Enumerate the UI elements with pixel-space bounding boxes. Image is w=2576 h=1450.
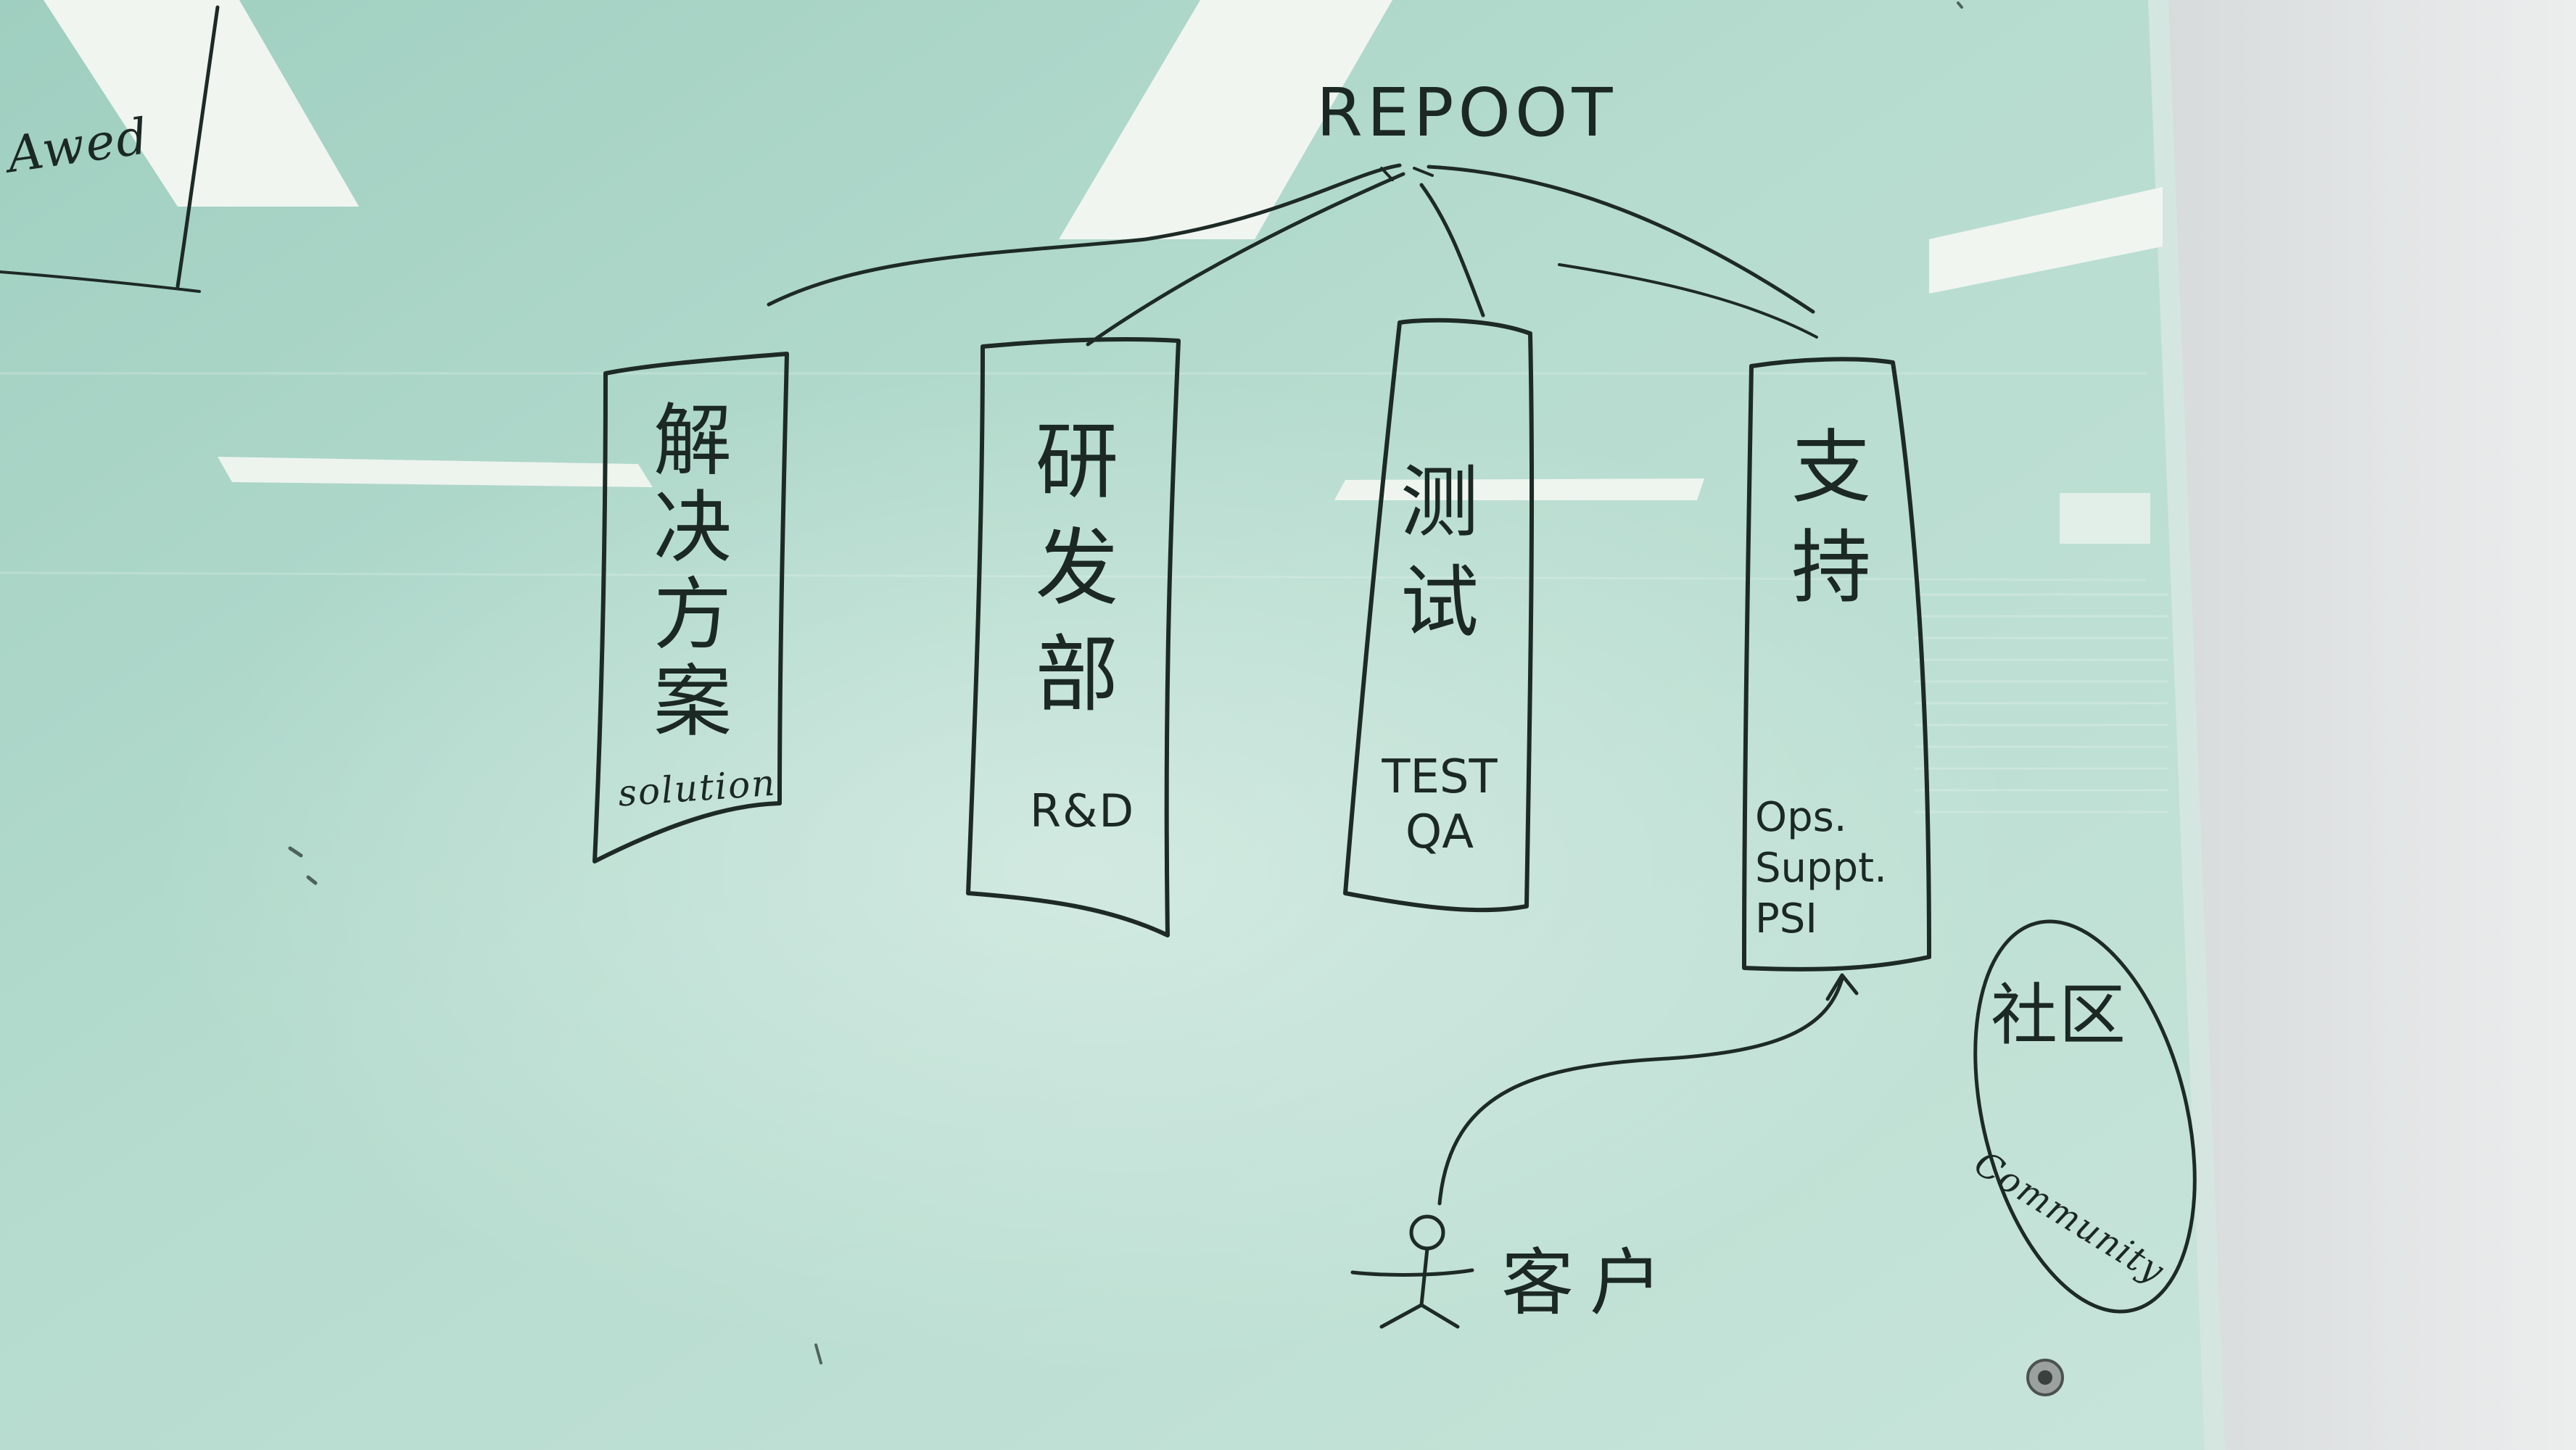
branch-line-solution xyxy=(767,163,1402,307)
column-support-char-2: 持 xyxy=(1791,521,1871,614)
ceiling-light-reflection xyxy=(218,457,653,487)
arrow-head xyxy=(1825,973,1859,1001)
reflection-lines xyxy=(0,372,2147,581)
corner-scribble xyxy=(176,5,220,289)
column-solution-char-2: 决 xyxy=(653,483,732,573)
column-test-char-1: 测 xyxy=(1400,457,1479,548)
customer-stick-figure xyxy=(1350,1214,1474,1329)
stray-mark xyxy=(814,1343,822,1364)
column-test-char-2: 试 xyxy=(1400,558,1479,648)
stray-mark xyxy=(288,846,318,885)
column-support-english: Ops. Suppt. PSI xyxy=(1755,798,1922,940)
column-test-english: TEST QA xyxy=(1374,754,1505,856)
column-test-english-line-1: TEST xyxy=(1382,750,1498,804)
column-test-chinese: 测 试 xyxy=(1385,464,1494,642)
root-label: REPOOT xyxy=(1316,74,1617,152)
column-rnd-chinese: 研 发 部 xyxy=(1008,420,1146,717)
ceiling-light-reflection xyxy=(1334,478,1704,500)
column-solution-char-3: 方 xyxy=(653,570,732,660)
ceiling-light-reflection xyxy=(1059,0,1392,239)
column-box-solution xyxy=(593,352,789,863)
community-chinese: 社区 xyxy=(1991,977,2128,1054)
glass-edge xyxy=(2148,0,2225,1450)
community-bubble xyxy=(1973,919,2197,1314)
column-box-test xyxy=(1343,318,1535,913)
column-box-support xyxy=(1742,357,1931,972)
column-rnd-char-3: 部 xyxy=(1035,626,1119,724)
column-support-english-line-1: Ops. xyxy=(1755,794,1847,841)
root-tick xyxy=(1380,167,1434,181)
column-rnd-char-1: 研 xyxy=(1035,413,1119,510)
column-rnd-char-2: 发 xyxy=(1035,520,1119,617)
blinds-reflection xyxy=(1915,593,2168,813)
ceiling-light-reflection xyxy=(44,0,359,207)
branch-line-rnd xyxy=(1086,172,1405,347)
wall xyxy=(2147,0,2576,1450)
column-support-chinese: 支 持 xyxy=(1770,428,1893,608)
corner-scribble xyxy=(0,270,201,293)
column-solution-char-4: 案 xyxy=(653,657,732,747)
pushpin xyxy=(2026,1359,2064,1396)
branch-line-support-2 xyxy=(1558,263,1818,339)
column-test-english-line-2: QA xyxy=(1405,805,1474,859)
ceiling-light-reflection xyxy=(1929,187,2163,294)
column-box-rnd xyxy=(966,337,1181,937)
column-solution-chinese: 解 决 方 案 xyxy=(624,402,761,742)
glare xyxy=(145,362,2031,1378)
column-solution-english: solution xyxy=(616,761,778,815)
ceiling-light-reflection xyxy=(2060,493,2150,544)
column-solution-char-1: 解 xyxy=(653,396,732,486)
stray-mark xyxy=(1957,1,1963,9)
column-rnd-english: R&D xyxy=(1030,784,1136,837)
column-support-english-line-3: PSI xyxy=(1755,895,1817,942)
branch-line-support xyxy=(1427,165,1815,314)
branch-line-test xyxy=(1419,183,1485,318)
customer-label: 客户 xyxy=(1501,1240,1678,1325)
customer-to-support-arrow xyxy=(1437,977,1844,1206)
column-support-english-line-2: Suppt. xyxy=(1755,845,1887,892)
column-support-char-1: 支 xyxy=(1791,421,1871,514)
